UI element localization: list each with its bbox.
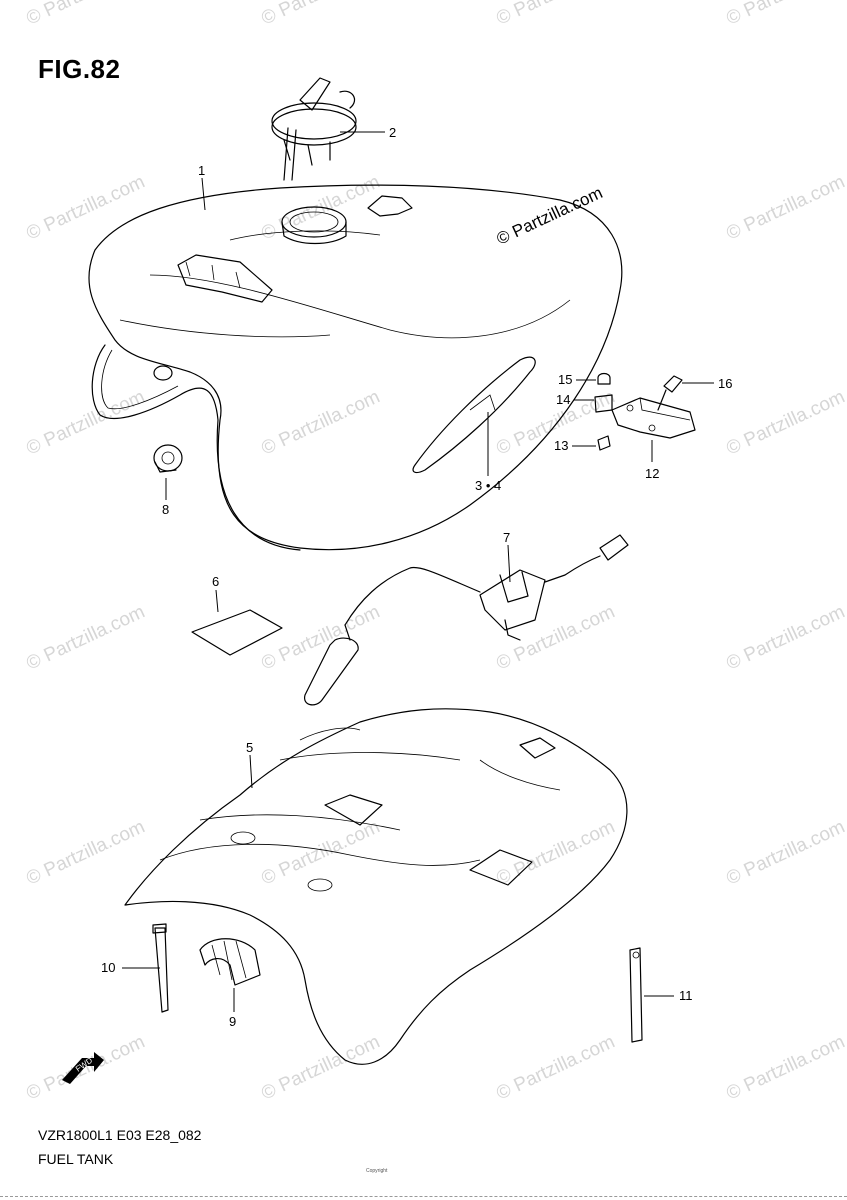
watermark: © Partzilla.com (23, 0, 148, 30)
model-code: VZR1800L1 E03 E28_082 (38, 1127, 202, 1143)
watermark: © Partzilla.com (23, 171, 148, 244)
watermark: © Partzilla.com (723, 601, 847, 674)
callout-5: 5 (246, 740, 253, 755)
callout-10: 10 (101, 960, 115, 975)
watermark: © Partzilla.com (723, 0, 847, 30)
callout-6: 6 (212, 574, 219, 589)
watermark: © Partzilla.com (493, 601, 618, 674)
callout-14: 14 (556, 392, 570, 407)
watermark: © Partzilla.com (258, 1031, 383, 1104)
copyright-text: Copyright (366, 1168, 388, 1174)
watermark-layer: © Partzilla.com © Partzilla.com © Partzi… (23, 0, 847, 1105)
callout-8: 8 (162, 502, 169, 517)
watermark: © Partzilla.com (258, 816, 383, 889)
callout-11: 11 (679, 988, 693, 1003)
section-name: FUEL TANK (38, 1151, 114, 1167)
watermark: © Partzilla.com (723, 816, 847, 889)
watermark: © Partzilla.com (493, 1031, 618, 1104)
watermark: © Partzilla.com (258, 171, 383, 244)
watermark: © Partzilla.com (258, 386, 383, 459)
bottom-divider (0, 1196, 847, 1197)
watermark: © Partzilla.com (723, 1031, 847, 1104)
watermark: © Partzilla.com (493, 816, 618, 889)
callout-1: 1 (198, 163, 205, 178)
clamp-part[interactable] (199, 938, 261, 986)
watermark: © Partzilla.com (493, 0, 618, 30)
callout-7: 7 (503, 530, 510, 545)
figure-title: FIG.82 (38, 54, 121, 84)
callout-12: 12 (645, 466, 659, 481)
watermark: © Partzilla.com (258, 0, 383, 30)
strap-part[interactable] (629, 947, 643, 1043)
callout-2: 2 (389, 125, 396, 140)
watermark: © Partzilla.com (723, 171, 847, 244)
cushion-part[interactable] (153, 444, 183, 473)
bracket-assembly-part[interactable] (594, 372, 696, 451)
fuel-tank-part[interactable] (88, 184, 623, 551)
label-part[interactable] (191, 609, 283, 656)
fuel-level-gauge-part[interactable] (304, 534, 629, 706)
callout-9: 9 (229, 1014, 236, 1029)
fuel-cap-part[interactable] (271, 77, 357, 181)
watermark: © Partzilla.com (23, 601, 148, 674)
callout-13: 13 (554, 438, 568, 453)
cable-tie-part[interactable] (152, 923, 169, 1013)
leader-lines (122, 131, 714, 1012)
watermark: © Partzilla.com (723, 386, 847, 459)
callout-15: 15 (558, 372, 572, 387)
tank-cover-part[interactable] (124, 708, 628, 1065)
callout-3-4: 3 • 4 (475, 478, 501, 493)
watermark: © Partzilla.com (23, 386, 148, 459)
watermark: © Partzilla.com (23, 816, 148, 889)
callout-labels: 1 2 3 • 4 5 6 7 8 9 10 11 12 13 14 15 16 (101, 125, 732, 1029)
callout-16: 16 (718, 376, 732, 391)
